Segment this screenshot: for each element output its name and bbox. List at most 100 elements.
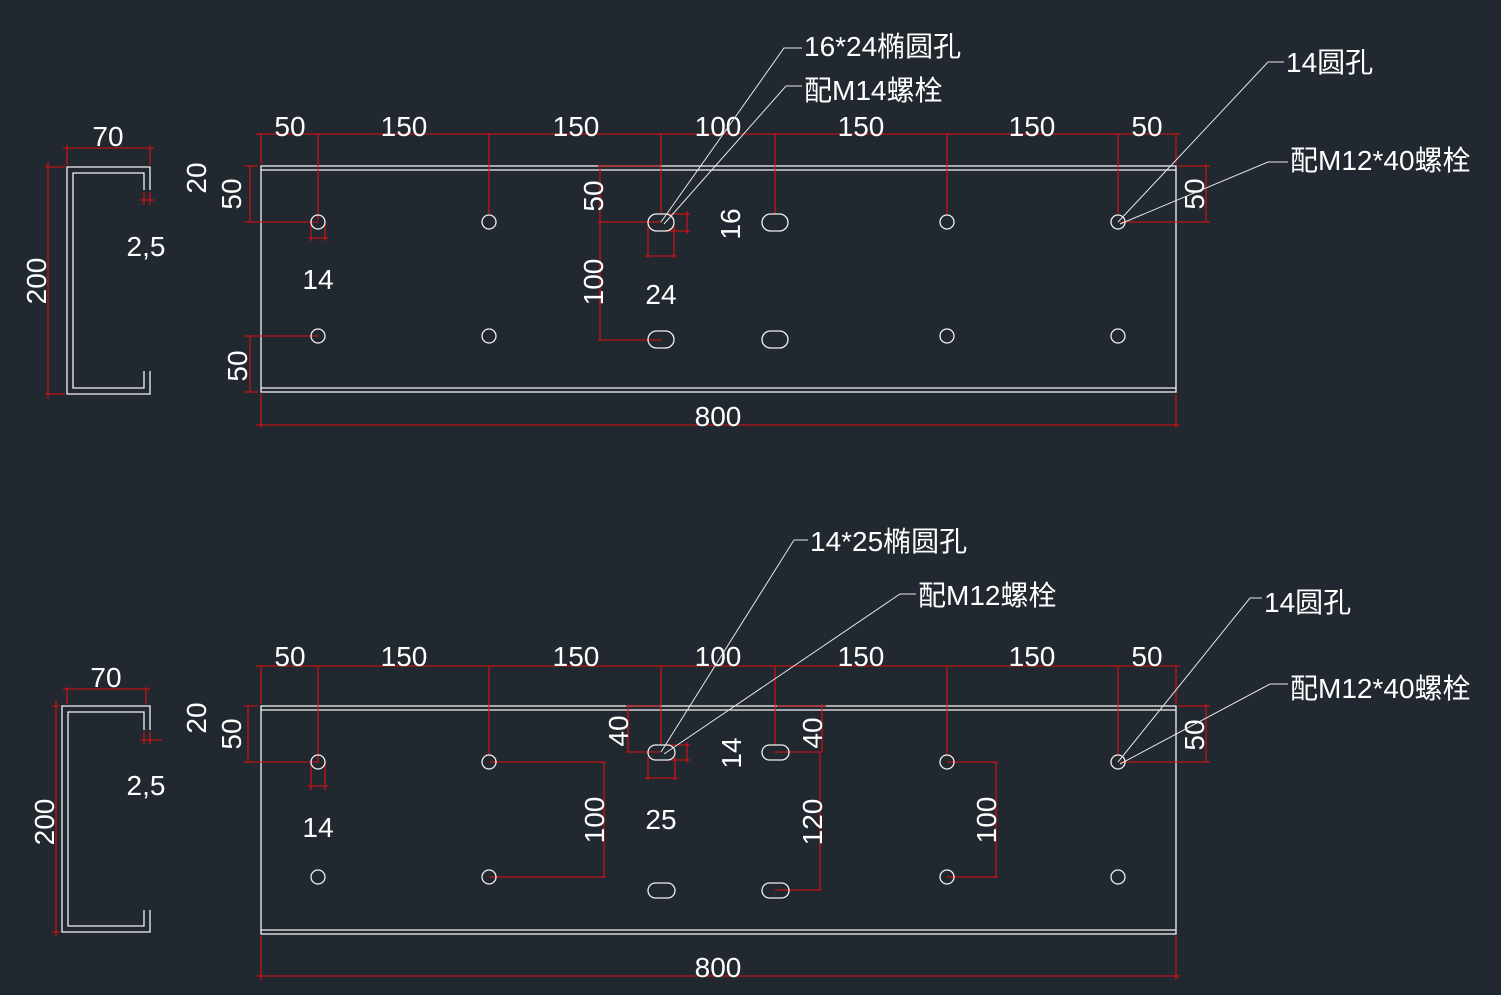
- round-hole: [939, 328, 955, 344]
- bottom-dim-1: 50: [274, 641, 305, 672]
- bottom-slot-width-dim: [645, 757, 678, 780]
- slot-hole: [761, 744, 790, 761]
- bottom-round-bolt-callout: 配M12*40螺栓: [1290, 673, 1471, 704]
- top-dim-1: 50: [274, 111, 305, 142]
- bottom-dim-4: 100: [695, 641, 742, 672]
- top-right-edge-dim: [1120, 164, 1210, 223]
- top-dim-5: 150: [838, 111, 885, 142]
- top-channel-flange-dim: [63, 145, 154, 165]
- slot-hole: [761, 213, 789, 232]
- round-hole: [939, 869, 955, 885]
- top-slot-width-label: 24: [645, 279, 676, 310]
- round-hole: [481, 214, 497, 230]
- top-slot-bolt-callout: 配M14螺栓: [804, 75, 942, 106]
- bottom-left-spacing-label: 100: [579, 797, 610, 844]
- bottom-plate: [260, 705, 1177, 935]
- top-channel-section: 70 2,5 200: [21, 121, 165, 398]
- slot-hole: [647, 882, 676, 899]
- top-chain-extensions: [260, 134, 1177, 220]
- top-channel-thickness-dim: [140, 192, 154, 205]
- bottom-channel-outline: [61, 705, 151, 933]
- top-slot-dims: 50 100 24 16: [578, 165, 746, 341]
- top-total-label: 800: [695, 401, 742, 432]
- bottom-dim-5: 150: [838, 641, 885, 672]
- top-dim-3: 150: [553, 111, 600, 142]
- slot-hole: [761, 882, 790, 899]
- slot-hole: [647, 213, 675, 232]
- round-hole: [939, 754, 955, 770]
- bottom-slot-offset-right-label: 40: [797, 717, 828, 748]
- top-dimension-chain: 50 150 150 100 150 150 50: [256, 111, 1180, 220]
- bottom-middle-spacing-label: 120: [797, 799, 828, 846]
- bottom-channel-web-dim: [52, 700, 60, 936]
- bottom-slot-dims: 40 40 25 14: [603, 705, 828, 835]
- top-left-upper-label: 50: [216, 178, 247, 209]
- bottom-round-callout: 14圆孔: [1264, 587, 1351, 618]
- bottom-dim-6: 150: [1009, 641, 1056, 672]
- top-flange-label: 70: [92, 121, 123, 152]
- top-left-edge-dims: 20 50 50: [181, 162, 318, 393]
- bottom-holes: [310, 744, 1126, 899]
- bottom-left-edge-dim: [244, 705, 318, 763]
- top-slot-offset-label: 50: [578, 180, 609, 211]
- top-drawing: 70 2,5 200 50 150 150 100 150 150 50 20: [21, 31, 1471, 432]
- bottom-callouts: 14*25椭圆孔 配M12螺栓 14圆孔 配M12*40螺栓: [660, 526, 1471, 765]
- bottom-dimension-chain: 50 150 150 100 150 150 50: [256, 641, 1180, 762]
- top-dim-6: 150: [1009, 111, 1056, 142]
- top-left-lower-dim: [244, 335, 318, 393]
- bottom-middle-spacing-dim: [775, 751, 822, 891]
- top-web-label: 200: [21, 258, 52, 305]
- top-callouts: 16*24椭圆孔 配M14螺栓 14圆孔 配M12*40螺栓: [660, 31, 1471, 225]
- bottom-right-edge-dim: [1120, 704, 1210, 763]
- top-slot-vertical-dims: [598, 165, 662, 341]
- round-hole: [1110, 328, 1126, 344]
- round-hole: [1110, 754, 1126, 770]
- top-slot-bolt-leader: [663, 85, 802, 225]
- top-lip-label: 20: [181, 162, 212, 193]
- bottom-hole-dia-dim: [308, 762, 328, 790]
- round-hole: [1110, 869, 1126, 885]
- top-dim-4: 100: [695, 111, 742, 142]
- top-right-edge-label: 50: [1179, 178, 1210, 209]
- top-round-leader: [1117, 61, 1284, 223]
- round-hole: [310, 214, 326, 230]
- top-plate-outline: [260, 165, 1177, 393]
- bottom-slot-callout: 14*25椭圆孔: [810, 526, 967, 557]
- bottom-right-spacing-dim: [947, 761, 998, 878]
- round-hole: [310, 869, 326, 885]
- bottom-drawing: 70 2,5 200 50 150 150 100 150 150 50 20 …: [29, 526, 1471, 983]
- bottom-slot-height-dim: [668, 742, 690, 763]
- bottom-round-bolt-leader: [1119, 683, 1288, 765]
- bottom-round-leader: [1117, 597, 1262, 763]
- bottom-web-label: 200: [29, 799, 60, 846]
- top-slot-leader: [660, 47, 802, 223]
- top-slot-callout: 16*24椭圆孔: [804, 31, 961, 62]
- bottom-dim-7: 50: [1131, 641, 1162, 672]
- slot-hole: [647, 330, 675, 349]
- bottom-slot-bolt-leader: [663, 593, 916, 755]
- round-hole: [310, 328, 326, 344]
- bottom-thickness-label: 2,5: [127, 770, 166, 801]
- top-slot-spacing-label: 100: [578, 259, 609, 306]
- top-slot-height-dim: [668, 211, 690, 234]
- bottom-slot-leader: [660, 539, 808, 753]
- bottom-flange-label: 70: [90, 662, 121, 693]
- slot-hole: [647, 744, 676, 761]
- bottom-chain-extensions: [260, 666, 1177, 762]
- top-channel-web-dim: [45, 162, 65, 398]
- bottom-channel-thickness-dim: [140, 732, 162, 744]
- bottom-left-spacing-dim: [489, 761, 606, 878]
- bottom-slot-offset-right-dim: [777, 705, 826, 752]
- top-plate: [260, 165, 1177, 393]
- top-left-upper-dim: [244, 165, 318, 223]
- bottom-dim-2: 150: [381, 641, 428, 672]
- round-hole: [481, 869, 497, 885]
- top-round-bolt-callout: 配M12*40螺栓: [1290, 145, 1471, 176]
- top-left-lower-label: 50: [222, 350, 253, 381]
- top-round-bolt-leader: [1119, 161, 1288, 225]
- bottom-total-dim: [256, 936, 1180, 980]
- bottom-slot-offset-left-dim: [626, 705, 660, 753]
- slot-hole: [761, 330, 789, 349]
